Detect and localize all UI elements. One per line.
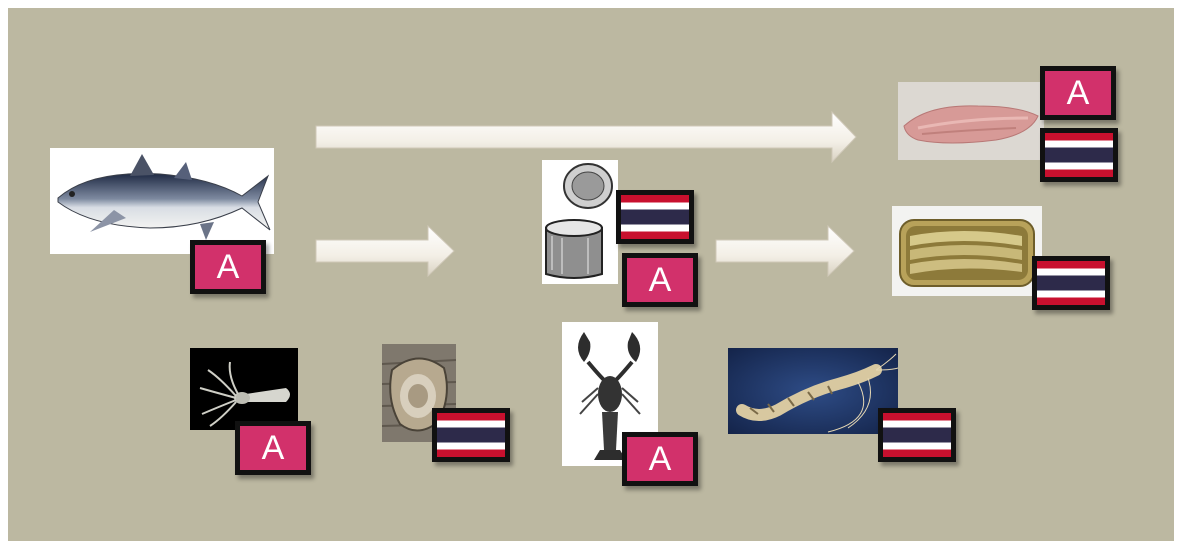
badge-a-lobster: A xyxy=(622,432,698,486)
badge-a-can: A xyxy=(622,253,698,307)
arrow-long-top xyxy=(315,110,857,164)
thai-flag-can xyxy=(616,190,694,244)
badge-a-tuna: A xyxy=(190,240,266,294)
canned-sardines-image xyxy=(892,206,1042,296)
arrow-can-to-sardines xyxy=(715,224,855,278)
squid-image xyxy=(190,348,298,430)
tuna-image xyxy=(50,148,274,254)
oyster-image xyxy=(382,344,456,442)
arrow-tuna-to-can xyxy=(315,224,455,278)
thai-flag-shrimp xyxy=(878,408,956,462)
thai-flag-sardines xyxy=(1032,256,1110,310)
badge-a-fillet: A xyxy=(1040,66,1116,120)
thai-flag-fillet xyxy=(1040,128,1118,182)
thai-flag-oyster xyxy=(432,408,510,462)
tin-can-image xyxy=(542,160,618,284)
badge-a-squid: A xyxy=(235,421,311,475)
fish-fillet-image xyxy=(898,82,1044,160)
shrimp-image xyxy=(728,348,898,434)
